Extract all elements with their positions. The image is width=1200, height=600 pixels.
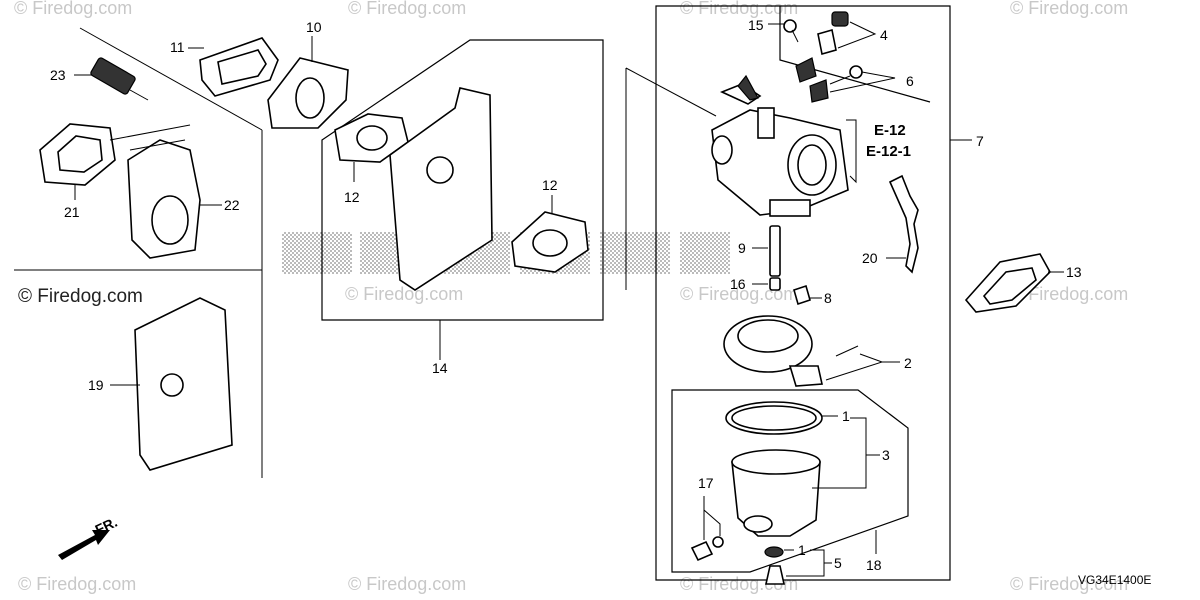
part-1-o-ring	[725, 401, 823, 435]
part-10-spacer	[267, 57, 349, 129]
direction-label: FR.	[93, 514, 120, 538]
callout-4: 4	[880, 27, 888, 43]
part-19-plate	[134, 297, 233, 471]
callout-15: 15	[748, 17, 764, 33]
part-22-insulator	[109, 124, 201, 259]
callout-8: 8	[824, 290, 832, 306]
part-8-screw	[793, 284, 811, 306]
part-4-needle-screw	[795, 11, 849, 83]
watermark-text: © Firedog.com	[680, 0, 798, 18]
part-21-gasket	[39, 123, 116, 186]
left-panel-borders	[14, 27, 263, 478]
reference-e12: E-12	[874, 122, 906, 139]
part-20-choke-rod	[888, 174, 919, 274]
callout-23: 23	[50, 67, 66, 83]
callout-12: 12	[344, 189, 360, 205]
part-12-gasket-upper	[334, 113, 409, 163]
callout-18: 18	[866, 557, 882, 573]
part-6-screw	[809, 65, 863, 103]
callout-1: 1	[798, 542, 806, 558]
callout-20: 20	[862, 250, 878, 266]
watermark-text: © Firedog.com	[18, 574, 136, 594]
callout-11: 11	[170, 39, 185, 55]
watermark-text: © Firedog.com	[18, 286, 143, 307]
front-direction-arrow: FR.	[58, 514, 120, 560]
callout-3: 3	[882, 447, 890, 463]
callout-12: 12	[542, 177, 558, 193]
part-16-washer	[769, 277, 781, 291]
part-9-jet	[769, 225, 781, 277]
part-2-float-pin	[835, 345, 859, 357]
callout-10: 10	[306, 19, 322, 35]
reference-e12-1: E-12-1	[866, 143, 911, 160]
float-chamber-bowl	[731, 449, 821, 537]
watermark-text: © Firedog.com	[680, 284, 798, 304]
callout-9: 9	[738, 240, 746, 256]
callout-14: 14	[432, 360, 448, 376]
callout-17: 17	[698, 475, 714, 491]
callout-22: 22	[224, 197, 240, 213]
callout-13: 13	[1066, 264, 1082, 280]
honda-hatched-logo	[282, 232, 730, 274]
part-15-screw	[783, 19, 799, 43]
part-11-gasket	[199, 37, 279, 97]
callout-5: 5	[834, 555, 842, 571]
part-14-group-box	[321, 39, 604, 321]
callout-2: 2	[904, 355, 912, 371]
part-13-gasket	[964, 253, 1051, 313]
watermark-text: © Firedog.com	[14, 0, 132, 18]
callout-1: 1	[842, 408, 850, 424]
callout-19: 19	[88, 377, 104, 393]
watermark-text: © Firedog.com	[1010, 574, 1128, 594]
part-17-screw	[690, 536, 724, 562]
callout-16: 16	[730, 276, 746, 292]
watermarks: © Firedog.com © Firedog.com © Firedog.co…	[14, 0, 1128, 594]
heat-shield-plate	[389, 87, 493, 291]
watermark-text: © Firedog.com	[1010, 0, 1128, 18]
callout-6: 6	[906, 73, 914, 89]
watermark-text: © Firedog.com	[348, 0, 466, 18]
reference-block: E-12 E-12-1	[846, 119, 911, 184]
carburetor-body	[711, 74, 849, 217]
carburetor-float	[723, 315, 823, 387]
watermark-text: © Firedog.com	[348, 574, 466, 594]
diagram-code: VG34E1400E	[1078, 573, 1151, 587]
callout-7: 7	[976, 133, 984, 149]
part-5-drain-bolt	[764, 546, 785, 585]
part-12-gasket-lower	[511, 211, 589, 273]
part-23-pin	[90, 57, 149, 101]
watermark-text: © Firedog.com	[1010, 284, 1128, 304]
part-7-assembly-box	[655, 5, 951, 581]
watermark-text: © Firedog.com	[345, 284, 463, 304]
part-18-group-box	[671, 389, 909, 573]
callout-21: 21	[64, 204, 80, 220]
